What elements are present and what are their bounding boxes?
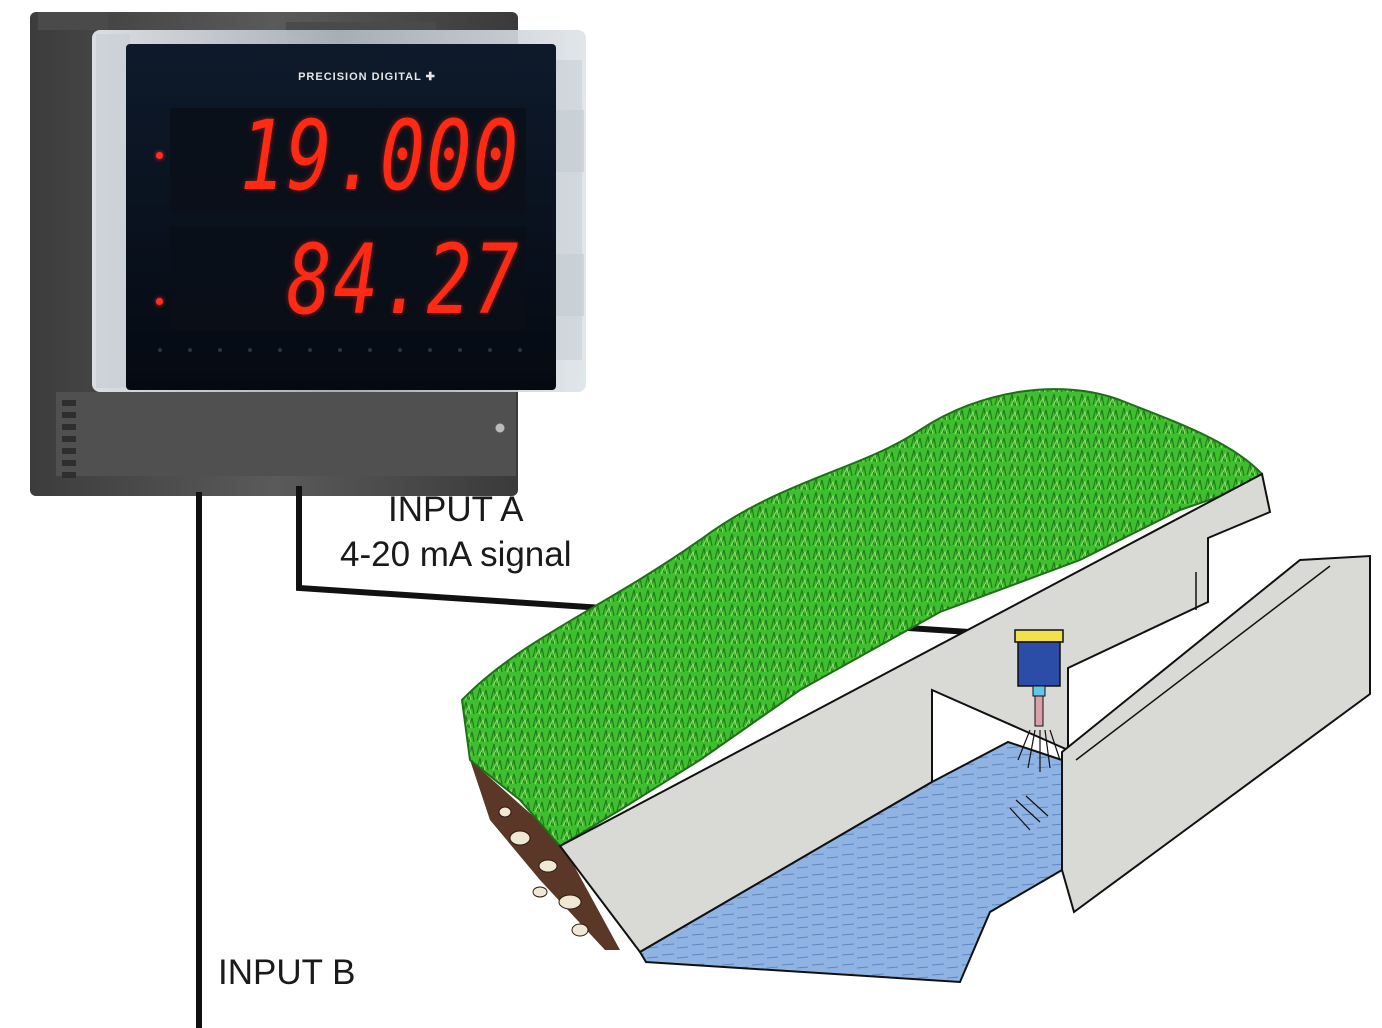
level-transmitter-icon bbox=[1009, 629, 1064, 831]
meter-screen bbox=[126, 44, 556, 390]
meter-vent bbox=[62, 400, 76, 478]
channel-icon bbox=[460, 388, 1371, 984]
meter-lower-box bbox=[56, 392, 516, 476]
soil-rocks bbox=[498, 806, 589, 937]
channel-water bbox=[638, 740, 1063, 984]
input-a-signal-label: 4-20 mA signal bbox=[340, 535, 572, 574]
input-b-label: INPUT B bbox=[218, 953, 356, 992]
input-a-label: INPUT A bbox=[388, 490, 524, 529]
led-a-icon bbox=[156, 152, 163, 159]
meter-brand-label: PRECISION DIGITAL ✚ bbox=[298, 71, 436, 83]
display-b-value: 84.27 bbox=[286, 224, 520, 336]
sensor-beam bbox=[1009, 729, 1061, 831]
led-b-icon bbox=[156, 298, 163, 305]
meter-screw bbox=[494, 422, 506, 434]
display-a-value: 19.000 bbox=[240, 100, 520, 212]
panel-meter-icon bbox=[30, 12, 586, 496]
grass-icon bbox=[460, 388, 1264, 848]
meter-top-tab-left bbox=[38, 12, 108, 30]
